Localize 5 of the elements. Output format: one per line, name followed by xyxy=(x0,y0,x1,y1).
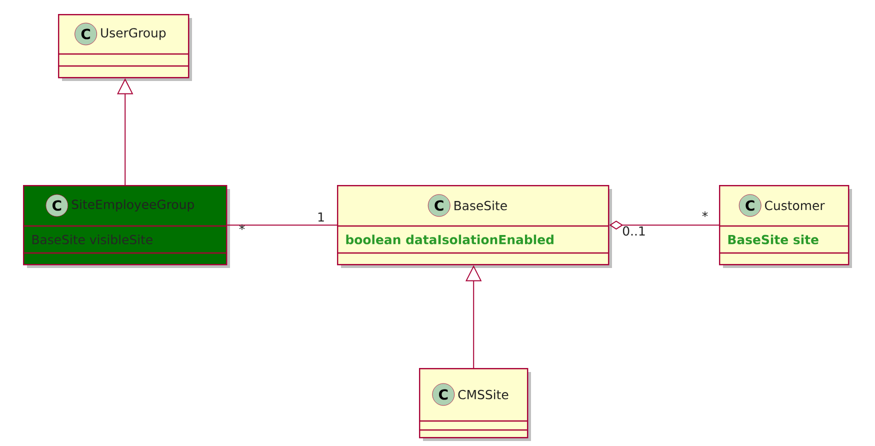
multiplicity-label: 0..1 xyxy=(622,226,645,236)
multiplicity-label: * xyxy=(239,224,245,230)
multiplicity-label: * xyxy=(702,211,708,218)
association-line xyxy=(226,224,338,226)
multiplicity-label: 1 xyxy=(318,212,324,222)
